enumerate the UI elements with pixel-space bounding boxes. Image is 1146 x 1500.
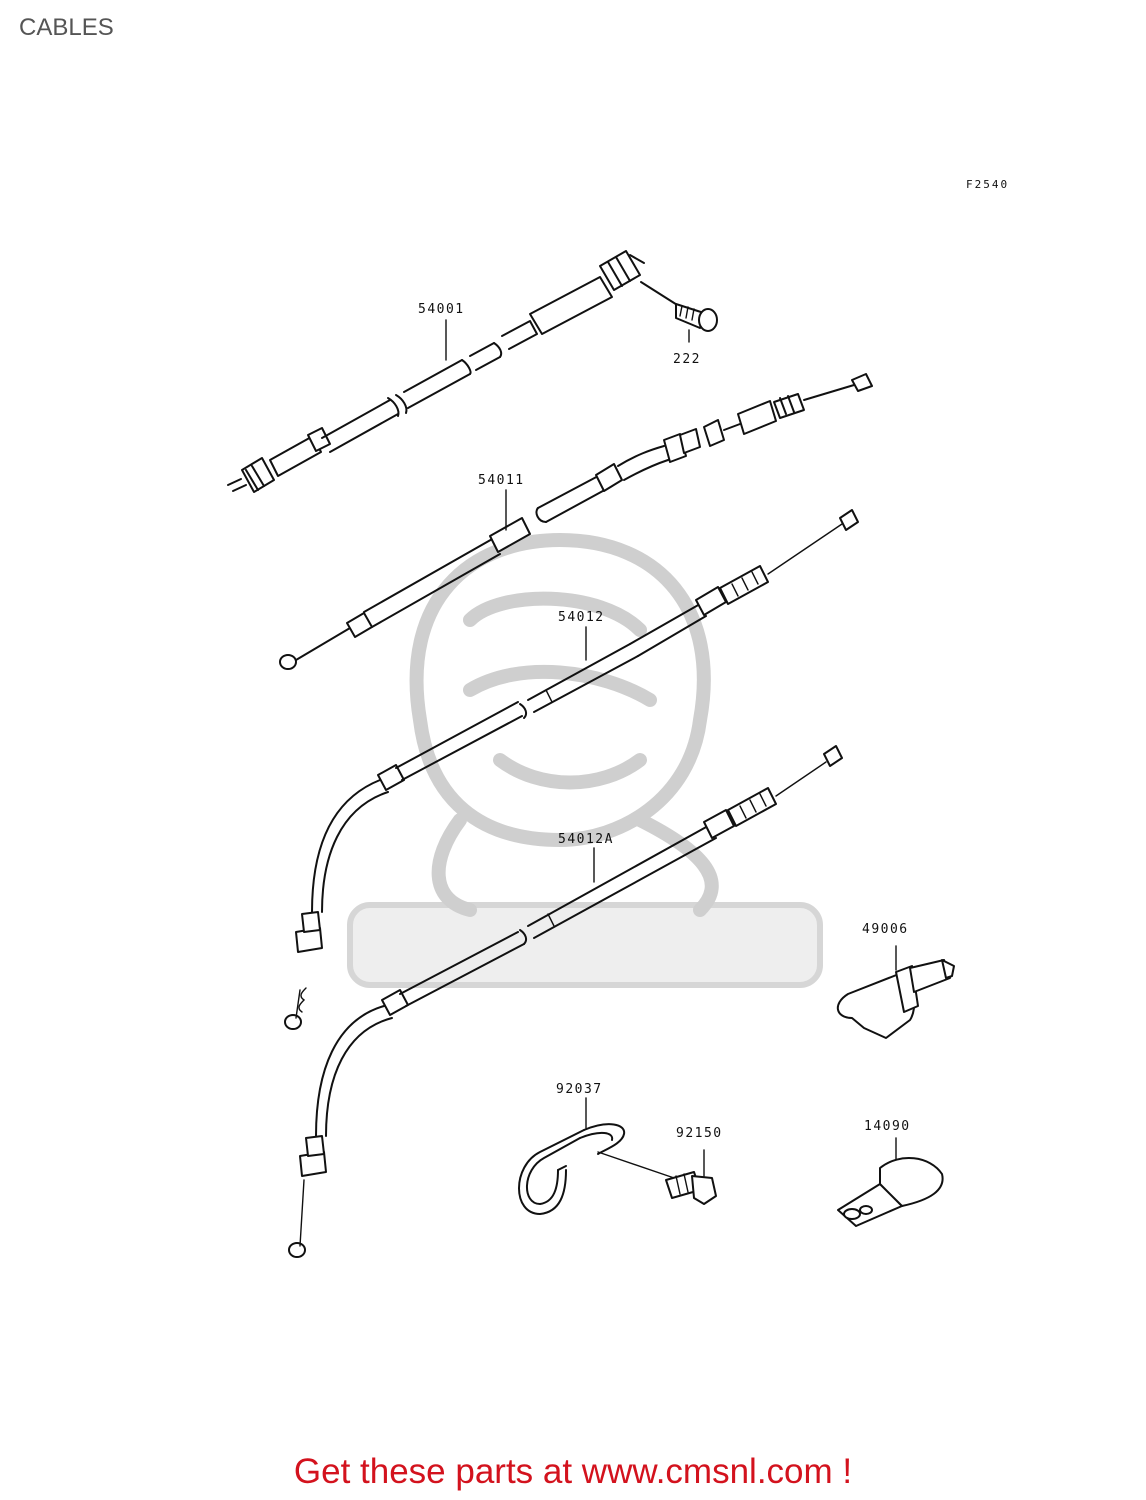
footer-link[interactable]: Get these parts at www.cmsnl.com ! (293, 1452, 853, 1491)
cable-boot (837, 945, 955, 1039)
flange-bolt (665, 1149, 717, 1205)
part-label-54001[interactable]: 54001 (418, 302, 465, 317)
cable-grommet (837, 1137, 944, 1227)
choke-cable (284, 509, 859, 1030)
part-label-54012a[interactable]: 54012A (558, 832, 614, 847)
choke-cable-a (288, 745, 843, 1258)
page-title: CABLES (19, 14, 114, 41)
part-label-54011[interactable]: 54011 (478, 473, 525, 488)
speedometer-cable (227, 250, 718, 493)
part-label-49006[interactable]: 49006 (862, 922, 909, 937)
part-label-14090[interactable]: 14090 (864, 1119, 911, 1134)
part-label-92150[interactable]: 92150 (676, 1126, 723, 1141)
part-label-222[interactable]: 222 (673, 352, 701, 367)
part-label-54012[interactable]: 54012 (558, 610, 605, 625)
part-label-92037[interactable]: 92037 (556, 1082, 603, 1097)
throttle-cable (279, 373, 873, 670)
cable-clamp (518, 1097, 681, 1215)
figure-code: F2540 (966, 178, 1010, 191)
